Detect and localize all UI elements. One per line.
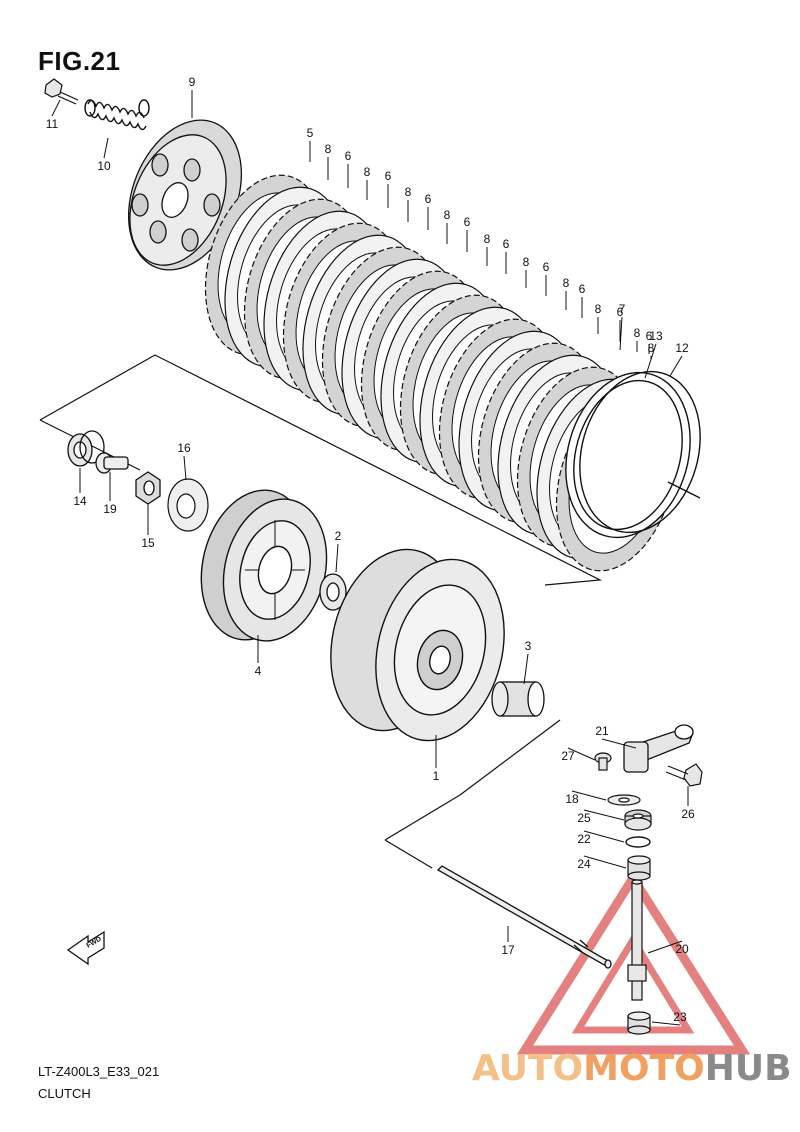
callout-leader xyxy=(647,940,683,954)
callout-leaders xyxy=(51,90,689,1026)
release-arm xyxy=(623,724,694,773)
thrust-washer xyxy=(319,573,347,611)
needle-bearing-upper xyxy=(627,855,651,881)
callout-number: 6 xyxy=(646,329,653,343)
callout-number: 14 xyxy=(73,494,87,508)
oil-seal xyxy=(624,809,652,831)
callout-leader xyxy=(619,316,623,351)
callout-number: 6 xyxy=(579,282,586,296)
sleeve-hub xyxy=(200,489,328,642)
callout-number: 6 xyxy=(385,169,392,183)
callout-leader xyxy=(583,809,625,821)
callout-number: 8 xyxy=(444,208,451,222)
callout-leader xyxy=(571,790,607,801)
callout-leader xyxy=(51,99,61,117)
callout-leader xyxy=(644,343,657,379)
callout-number: 18 xyxy=(565,792,579,806)
callout-number: 12 xyxy=(675,341,689,355)
callout-number: 26 xyxy=(681,807,695,821)
callout-number: 8 xyxy=(648,341,655,355)
nut-part xyxy=(135,471,161,505)
callout-leader xyxy=(335,543,339,573)
callout-number: 6 xyxy=(503,237,510,251)
callout-number: 9 xyxy=(189,75,196,89)
push-rod xyxy=(436,865,612,969)
callout-leader xyxy=(523,653,529,685)
callout-number: 4 xyxy=(255,664,262,678)
callout-number: 5 xyxy=(307,126,314,140)
callout-number: 21 xyxy=(595,724,609,738)
callout-number: 6 xyxy=(345,149,352,163)
callout-leader xyxy=(583,855,627,869)
callout-leader xyxy=(583,830,625,843)
callout-number: 27 xyxy=(561,749,575,763)
release-shaft xyxy=(627,879,647,1001)
callout-leader xyxy=(103,137,109,159)
callout-number: 19 xyxy=(103,502,117,516)
callout-leader xyxy=(183,455,187,481)
callout-number: 8 xyxy=(364,165,371,179)
pressure-plate xyxy=(127,119,243,271)
callout-number: 13 xyxy=(649,329,663,343)
callout-number: 7 xyxy=(619,302,626,316)
small-washer xyxy=(607,794,641,806)
spring-part xyxy=(84,99,150,131)
callout-number: 3 xyxy=(525,639,532,653)
bolt-part xyxy=(44,78,79,105)
spring-seat-and-wire xyxy=(565,370,701,539)
watermark-part-hub: HUB xyxy=(704,1048,792,1089)
callout-number: 10 xyxy=(97,159,111,173)
callout-number: 8 xyxy=(595,302,602,316)
callout-number: 11 xyxy=(46,117,59,131)
figure-code: LT-Z400L3_E33_021 xyxy=(38,1064,160,1079)
arm-bolt xyxy=(665,763,703,787)
callout-number: 8 xyxy=(634,326,641,340)
callout-number: 6 xyxy=(543,260,550,274)
callout-number: 6 xyxy=(425,192,432,206)
callout-number: 17 xyxy=(501,943,515,957)
callout-number: 24 xyxy=(577,857,591,871)
watermark-logo: AUTOMOTOHUB xyxy=(472,1048,792,1089)
callout-number: 6 xyxy=(464,215,471,229)
callout-number: 8 xyxy=(523,255,530,269)
watermark-part-moto: MOTO xyxy=(583,1048,705,1089)
callout-number: 8 xyxy=(563,276,570,290)
pin-part xyxy=(95,452,129,474)
callout-number: 6 xyxy=(617,305,624,319)
spacer-part xyxy=(491,681,545,717)
callout-leader xyxy=(669,355,683,377)
needle-bearing-lower xyxy=(627,1011,651,1035)
watermark-part-auto: AUTO xyxy=(472,1048,584,1089)
bearing-part xyxy=(67,430,105,467)
callout-leader xyxy=(567,747,596,761)
callout-leader xyxy=(601,738,637,749)
callout-number: 23 xyxy=(673,1010,687,1024)
callout-leader xyxy=(651,1021,681,1026)
figure-title: FIG.21 xyxy=(38,46,121,76)
callout-number: 16 xyxy=(177,441,191,455)
callout-number: 2 xyxy=(335,529,342,543)
callout-number: 1 xyxy=(433,769,440,783)
callout-number: 8 xyxy=(325,142,332,156)
figure-name: CLUTCH xyxy=(38,1086,91,1101)
screw-part xyxy=(594,752,612,771)
callout-number: 8 xyxy=(405,185,412,199)
callout-number: 15 xyxy=(141,536,155,550)
clutch-housing xyxy=(330,548,505,742)
lock-washer xyxy=(167,478,209,532)
callout-number: 22 xyxy=(577,832,591,846)
callout-number: 25 xyxy=(577,811,591,825)
fwd-arrow-icon: FWD xyxy=(66,930,105,966)
o-ring xyxy=(625,836,651,848)
callout-number: 8 xyxy=(484,232,491,246)
callout-number: 20 xyxy=(675,942,689,956)
